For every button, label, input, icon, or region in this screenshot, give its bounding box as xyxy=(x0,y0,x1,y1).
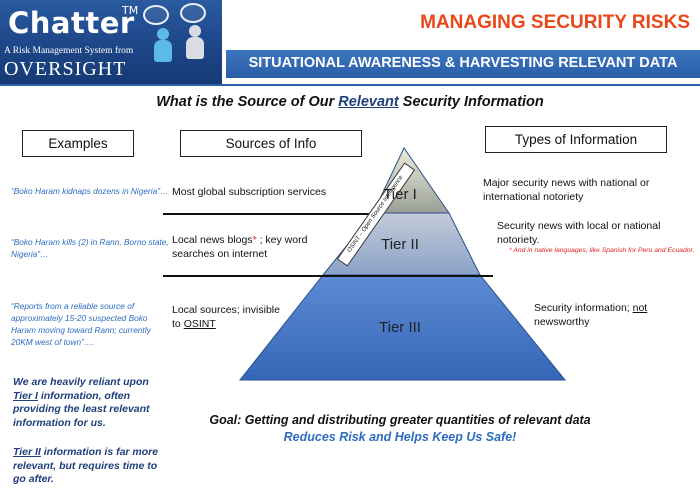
example-tier2: “Boko Haram kills (2) in Rann, Borno sta… xyxy=(11,237,169,259)
goal-tagline: Reduces Risk and Helps Keep Us Safe! xyxy=(283,430,517,444)
type-tier1: Major security news with national or int… xyxy=(483,177,650,203)
types-header: Types of Information xyxy=(485,126,667,153)
logo-wordmark: Chatter xyxy=(8,6,135,40)
type-tier2: Security news with local or national not… xyxy=(497,220,661,246)
source-tier2: Local news blogs* ; key word searches on… xyxy=(172,234,312,261)
tier1-divider xyxy=(163,213,373,215)
source-tier1: Most global subscription services xyxy=(172,186,327,198)
note-text: information, often providing the least r… xyxy=(13,389,150,429)
heading-highlight: Relevant xyxy=(338,94,399,110)
speech-bubble-icon xyxy=(143,5,169,25)
tier2-divider xyxy=(163,275,493,277)
page-subtitle: SITUATIONAL AWARENESS & HARVESTING RELEV… xyxy=(248,55,678,71)
person-icon xyxy=(186,25,204,59)
example-tier1: “Boko Haram kidnaps dozens in Nigeria”… xyxy=(11,186,169,196)
source-tier3: Local sources; invisible to OSINT xyxy=(172,304,282,331)
type-text: Security information; xyxy=(534,302,633,314)
examples-header: Examples xyxy=(22,130,134,157)
note-text: information is far more relevant, but re… xyxy=(13,446,159,485)
oversight-brand: OVERSIGHT xyxy=(4,58,127,80)
note-tier2-relevance: Tier II information is far more relevant… xyxy=(13,446,163,487)
type-text: newsworthy xyxy=(534,315,590,328)
header: Chatter TM A Risk Management System from… xyxy=(0,0,700,84)
tier2-label: Tier II xyxy=(381,236,419,253)
example-tier3: “Reports from a reliable source of appro… xyxy=(11,301,151,347)
note-emphasis: Tier II xyxy=(13,446,41,458)
heading-text: What is the Source of Our xyxy=(156,94,339,110)
osint-term: OSINT xyxy=(183,317,216,330)
slide-heading: What is the Source of Our Relevant Secur… xyxy=(0,94,700,110)
type-emphasis: not xyxy=(632,302,648,314)
chatter-logo: Chatter TM A Risk Management System from… xyxy=(0,0,222,84)
logo-tagline: A Risk Management System from xyxy=(4,46,134,56)
logo-trademark: TM xyxy=(122,4,139,17)
subtitle-bar: SITUATIONAL AWARENESS & HARVESTING RELEV… xyxy=(226,50,700,78)
source-text: ; key word searches on internet xyxy=(172,234,308,260)
sources-header: Sources of Info xyxy=(180,130,362,157)
page-title: MANAGING SECURITY RISKS xyxy=(420,12,690,33)
tier1-label: Tier I xyxy=(383,186,417,203)
type-tier3: Security information; not newsworthy xyxy=(534,302,694,329)
note-emphasis: Tier I xyxy=(13,389,38,402)
source-text: Local news blogs xyxy=(172,234,253,246)
goal-statement: Goal: Getting and distributing greater q… xyxy=(209,413,591,427)
header-divider xyxy=(0,84,700,86)
heading-text: Security Information xyxy=(398,94,544,110)
speech-bubble-icon xyxy=(180,3,206,23)
footnote-marker: * xyxy=(252,234,257,246)
type-tier2-footnote: * And in native languages, like Spanish … xyxy=(509,247,695,254)
note-text: We are heavily reliant upon xyxy=(13,376,149,388)
note-tier1-reliance: We are heavily reliant upon Tier I infor… xyxy=(13,376,163,430)
person-icon xyxy=(154,28,172,62)
source-text: Local sources; invisible to xyxy=(172,304,280,330)
tier3-label: Tier III xyxy=(379,319,421,336)
